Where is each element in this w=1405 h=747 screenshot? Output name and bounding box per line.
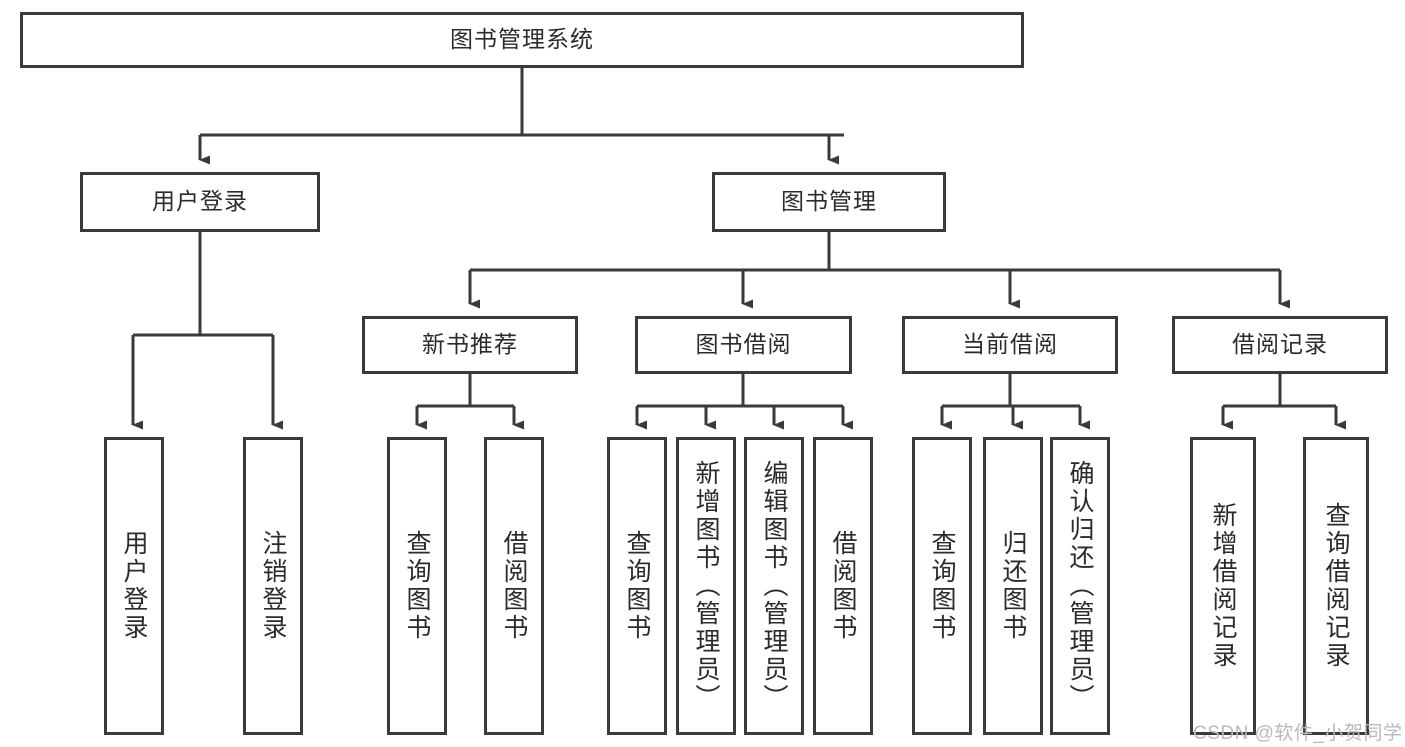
node-book-management[interactable]: 图书管理	[712, 172, 946, 232]
leaf-edit-book-admin[interactable]: 编辑图书（管理员）	[744, 437, 804, 735]
node-book-borrow-label: 图书借阅	[695, 331, 792, 358]
node-borrow-record[interactable]: 借阅记录	[1172, 316, 1388, 374]
leaf-add-book-admin-label: 新增图书（管理员）	[692, 460, 720, 712]
leaf-borrow-book-recommend[interactable]: 借阅图书	[484, 437, 544, 735]
leaf-query-book-recommend-label: 查询图书	[403, 530, 431, 642]
leaf-user-login-label: 用户登录	[120, 530, 148, 642]
leaf-query-book-borrow-label: 查询图书	[623, 530, 651, 642]
leaf-query-borrow-record-label: 查询借阅记录	[1322, 502, 1350, 670]
leaf-edit-book-admin-label: 编辑图书（管理员）	[760, 460, 788, 712]
leaf-user-login[interactable]: 用户登录	[104, 437, 164, 735]
leaf-add-book-admin[interactable]: 新增图书（管理员）	[676, 437, 736, 735]
node-borrow-record-label: 借阅记录	[1232, 331, 1328, 358]
leaf-logout-label: 注销登录	[259, 530, 287, 642]
leaf-query-book-current-label: 查询图书	[928, 530, 956, 642]
leaf-query-borrow-record[interactable]: 查询借阅记录	[1303, 437, 1369, 735]
leaf-return-book[interactable]: 归还图书	[983, 437, 1043, 735]
leaf-query-book-current[interactable]: 查询图书	[912, 437, 972, 735]
leaf-borrow-book-recommend-label: 借阅图书	[500, 530, 528, 642]
leaf-confirm-return-admin[interactable]: 确认归还（管理员）	[1050, 437, 1110, 735]
node-current-borrow-label: 当前借阅	[962, 331, 1058, 358]
leaf-confirm-return-admin-label: 确认归还（管理员）	[1066, 460, 1094, 712]
leaf-add-borrow-record-label: 新增借阅记录	[1209, 502, 1237, 670]
node-root-label: 图书管理系统	[450, 26, 594, 53]
watermark-text: CSDN @软件_小贺同学	[1193, 723, 1403, 744]
leaf-return-book-label: 归还图书	[999, 530, 1027, 642]
leaf-add-borrow-record[interactable]: 新增借阅记录	[1190, 437, 1256, 735]
node-book-management-label: 图书管理	[781, 188, 877, 215]
leaf-logout[interactable]: 注销登录	[243, 437, 303, 735]
node-current-borrow[interactable]: 当前借阅	[902, 316, 1118, 374]
node-book-borrow[interactable]: 图书借阅	[635, 316, 852, 374]
node-root[interactable]: 图书管理系统	[20, 12, 1024, 68]
node-user-login-label: 用户登录	[152, 188, 248, 215]
node-new-book-recommend[interactable]: 新书推荐	[362, 316, 578, 374]
node-new-book-recommend-label: 新书推荐	[422, 331, 518, 358]
leaf-borrow-book[interactable]: 借阅图书	[813, 437, 873, 735]
leaf-query-book-borrow[interactable]: 查询图书	[607, 437, 667, 735]
leaf-borrow-book-label: 借阅图书	[829, 530, 857, 642]
node-user-login[interactable]: 用户登录	[80, 172, 320, 232]
leaf-query-book-recommend[interactable]: 查询图书	[387, 437, 447, 735]
